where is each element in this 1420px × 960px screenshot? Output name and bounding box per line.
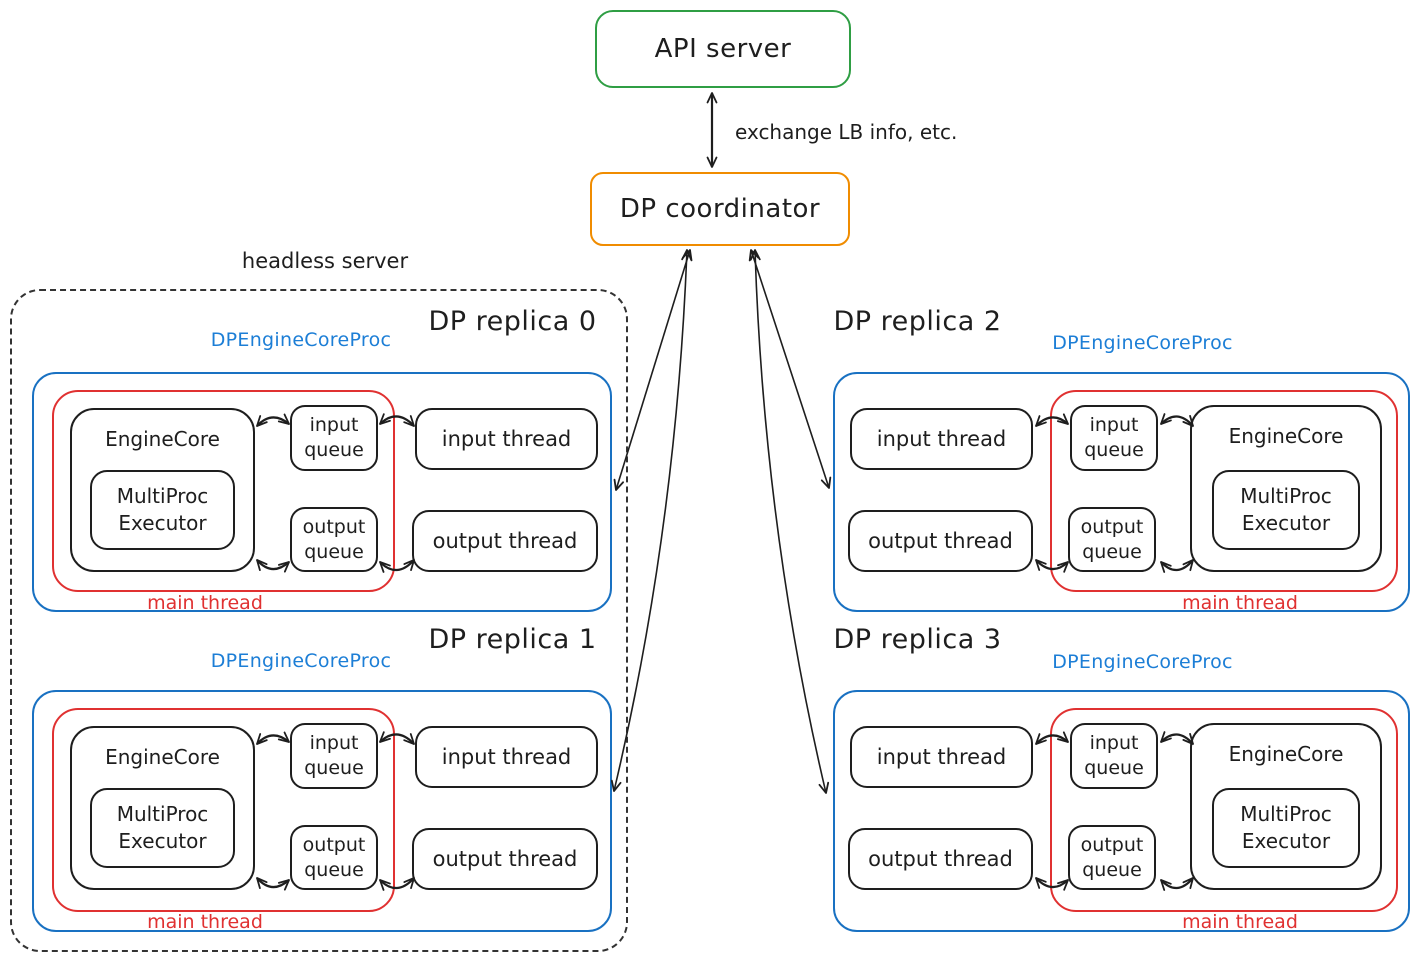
replica3-input-thread-box: input thread (850, 726, 1033, 788)
api-coordinator-link-label: exchange LB info, etc. (735, 120, 958, 144)
replica3-dpenginecoreproc-label: DPEngineCoreProc (1052, 651, 1233, 673)
replica2-output-thread-box: output thread (848, 510, 1033, 572)
replica0-dpenginecoreproc-label: DPEngineCoreProc (210, 329, 392, 351)
replica3-main-thread-label: main thread (1182, 911, 1298, 933)
api-server-label: API server (654, 34, 792, 64)
replica1-output-queue-box: output queue (290, 825, 378, 890)
replica2-title: DP replica 2 (833, 306, 1002, 337)
replica0-main-thread-label: main thread (147, 592, 263, 614)
replica0-engine-core-label: EngineCore (105, 427, 220, 451)
replica0-input-queue-box: input queue (290, 405, 378, 471)
replica1-input-queue-box: input queue (290, 723, 378, 789)
replica1-engine-core-label: EngineCore (105, 745, 220, 769)
replica3-main-thread-box (1050, 708, 1398, 912)
replica0-engine-core-box: EngineCore (70, 408, 255, 572)
replica1-main-thread-box (52, 708, 395, 912)
headless-server-label: headless server (241, 249, 409, 273)
replica2-multiproc-executor-box: MultiProc Executor (1212, 470, 1360, 550)
replica0-title: DP replica 0 (428, 306, 597, 337)
replica3-engine-core-box: EngineCore (1190, 723, 1382, 890)
replica1-title: DP replica 1 (428, 624, 597, 655)
arrow-coordinator-replica3 (749, 249, 830, 794)
replica1-input-thread-box: input thread (415, 726, 598, 788)
replica2-output-queue-box: output queue (1068, 507, 1156, 572)
replica3-input-queue-box: input queue (1070, 723, 1158, 789)
replica0-output-thread-box: output thread (412, 510, 598, 572)
replica2-dpenginecoreproc-label: DPEngineCoreProc (1052, 332, 1233, 354)
dp-coordinator-box: DP coordinator (590, 172, 850, 246)
replica0-output-queue-box: output queue (290, 507, 378, 572)
replica3-output-thread-box: output thread (848, 828, 1033, 890)
arrow-coordinator-replica2 (748, 249, 832, 489)
replica1-engine-core-box: EngineCore (70, 726, 255, 890)
replica1-process-box (32, 690, 612, 932)
replica2-engine-core-label: EngineCore (1228, 424, 1344, 448)
replica2-input-queue-box: input queue (1070, 405, 1158, 471)
replica2-engine-core-box: EngineCore (1190, 405, 1382, 572)
replica1-multiproc-executor-box: MultiProc Executor (90, 788, 235, 868)
replica3-output-queue-box: output queue (1068, 825, 1156, 890)
replica0-multiproc-executor-box: MultiProc Executor (90, 470, 235, 550)
replica1-main-thread-label: main thread (147, 911, 263, 933)
replica1-output-thread-box: output thread (412, 828, 598, 890)
replica2-process-box (833, 372, 1410, 612)
replica1-dpenginecoreproc-label: DPEngineCoreProc (210, 650, 392, 672)
replica3-title: DP replica 3 (833, 624, 1002, 655)
api-server-box: API server (595, 10, 851, 88)
replica3-engine-core-label: EngineCore (1228, 742, 1344, 766)
replica0-main-thread-box (52, 390, 395, 592)
replica0-input-thread-box: input thread (415, 408, 598, 470)
replica2-main-thread-label: main thread (1182, 592, 1298, 614)
replica3-process-box (833, 690, 1410, 932)
replica3-multiproc-executor-box: MultiProc Executor (1212, 788, 1360, 868)
replica2-main-thread-box (1050, 390, 1398, 592)
replica2-input-thread-box: input thread (850, 408, 1033, 470)
dp-coordinator-label: DP coordinator (619, 194, 821, 224)
